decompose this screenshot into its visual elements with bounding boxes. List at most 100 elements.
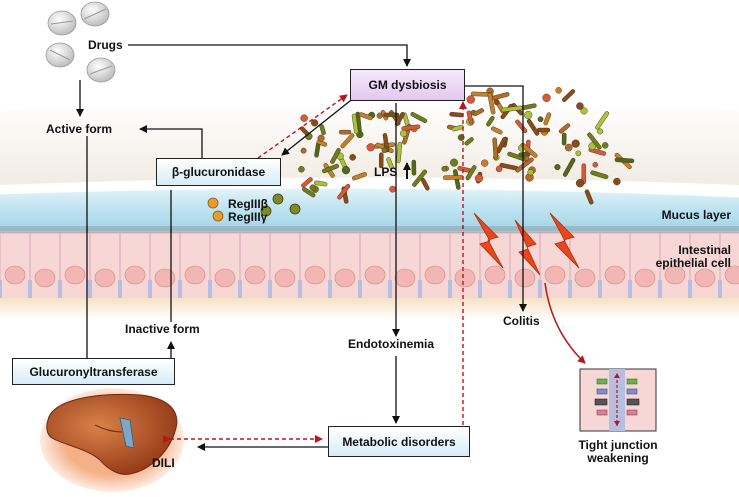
cell-nucleus	[304, 265, 326, 285]
bacterium	[321, 163, 340, 174]
beta-glucuronidase-box: β-glucuronidase	[156, 158, 281, 186]
bacterium	[601, 142, 609, 149]
cell-nucleus	[34, 268, 56, 288]
bacterium	[396, 141, 403, 164]
cell-nucleus	[664, 265, 686, 285]
pill-icon	[80, 1, 110, 27]
bacterium	[613, 177, 621, 186]
bacterium	[555, 87, 562, 94]
bacterium	[389, 185, 397, 193]
bacterium	[466, 110, 474, 125]
beta-glucuronidase-label: β-glucuronidase	[171, 165, 266, 179]
bacterium	[584, 189, 594, 205]
cell-nucleus	[244, 265, 266, 285]
bacterium	[383, 112, 400, 118]
reg-beta-label: RegIIIβ	[228, 197, 268, 211]
cell-nucleus	[154, 268, 176, 288]
cell-nucleus	[484, 265, 506, 285]
cell-nucleus	[64, 265, 86, 285]
bacterium	[302, 187, 316, 198]
bacterium	[526, 118, 540, 136]
cell-junction	[298, 280, 302, 298]
bacterium	[487, 92, 496, 115]
cell-nucleus	[514, 268, 536, 288]
bacterium	[580, 107, 588, 115]
bacterium	[564, 143, 573, 152]
colitis-label: Colitis	[503, 314, 540, 328]
cell-nucleus	[124, 265, 146, 285]
bacterium	[571, 139, 580, 148]
bacterium	[330, 147, 341, 164]
cell-nucleus	[574, 268, 596, 288]
bacterium	[351, 113, 359, 134]
bacterium	[378, 152, 384, 169]
cell-junction	[388, 280, 392, 298]
cell-junction	[238, 280, 242, 298]
bacterium	[314, 180, 328, 187]
tight-junction-label: Tight junction	[578, 438, 658, 452]
bacterium	[590, 170, 609, 180]
cell-junction	[58, 280, 62, 298]
cell-junction	[328, 280, 332, 298]
cell-nucleus	[394, 268, 416, 288]
bacterium	[411, 159, 417, 176]
bacterium	[301, 177, 313, 188]
bacterium	[341, 166, 351, 175]
metabolic-disorders-box: Metabolic disorders	[328, 426, 470, 457]
bacterium	[562, 157, 576, 177]
bacterium	[400, 129, 408, 137]
bacterium	[317, 134, 325, 142]
drugs-label: Drugs	[88, 38, 123, 52]
glucuronyltransferase-label: Glucuronyltransferase	[29, 364, 158, 379]
tight-junction-icon	[579, 368, 657, 432]
lps-label: LPS	[374, 165, 398, 179]
bacterium	[338, 129, 352, 135]
cell-junction	[628, 280, 632, 298]
arrows	[76, 44, 527, 451]
gm-dysbiosis-box: GM dysbiosis	[350, 69, 465, 101]
cell-nucleus	[334, 268, 356, 288]
bacterium	[491, 92, 510, 101]
bacterium	[386, 157, 394, 169]
cell-junction	[208, 280, 212, 298]
bacterium	[298, 166, 305, 173]
weakening-label: weakening	[587, 451, 649, 465]
bacterium	[410, 112, 428, 124]
pills-icon	[45, 1, 116, 83]
bacterium	[587, 132, 602, 150]
bacterium	[554, 164, 561, 171]
bacterium	[491, 126, 503, 135]
bacterium	[420, 177, 430, 191]
bacterium	[473, 108, 484, 117]
cell-nucleus	[724, 265, 739, 285]
cell-junction	[118, 280, 122, 298]
bacterium	[340, 133, 355, 149]
bacterium	[561, 132, 567, 146]
cell-nucleus	[184, 265, 206, 285]
cell-nucleus	[364, 265, 386, 285]
microvilli	[0, 226, 739, 233]
bacterium	[524, 110, 533, 120]
dashed-arrows	[170, 94, 467, 443]
metabolic-disorders-label: Metabolic disorders	[342, 434, 456, 449]
cell-junction	[178, 280, 182, 298]
cell-nucleus	[694, 268, 716, 288]
cell-junction	[418, 280, 422, 298]
bacterium	[300, 147, 307, 154]
bacterium	[337, 183, 351, 200]
bacterium	[443, 175, 464, 180]
pill-icon	[45, 42, 75, 68]
bacterium	[495, 165, 503, 173]
bacterium	[614, 157, 635, 164]
bacterium	[575, 179, 585, 188]
bacterium	[537, 116, 544, 123]
bacterium	[561, 89, 576, 102]
bacterium	[300, 114, 308, 122]
bacterium	[311, 119, 319, 127]
dili-label: DILI	[152, 456, 175, 470]
cell-junction	[658, 280, 662, 298]
cell-nucleus	[94, 268, 116, 288]
bacterium	[536, 127, 551, 133]
glucuronyltransferase-box: Glucuronyltransferase	[12, 358, 175, 385]
